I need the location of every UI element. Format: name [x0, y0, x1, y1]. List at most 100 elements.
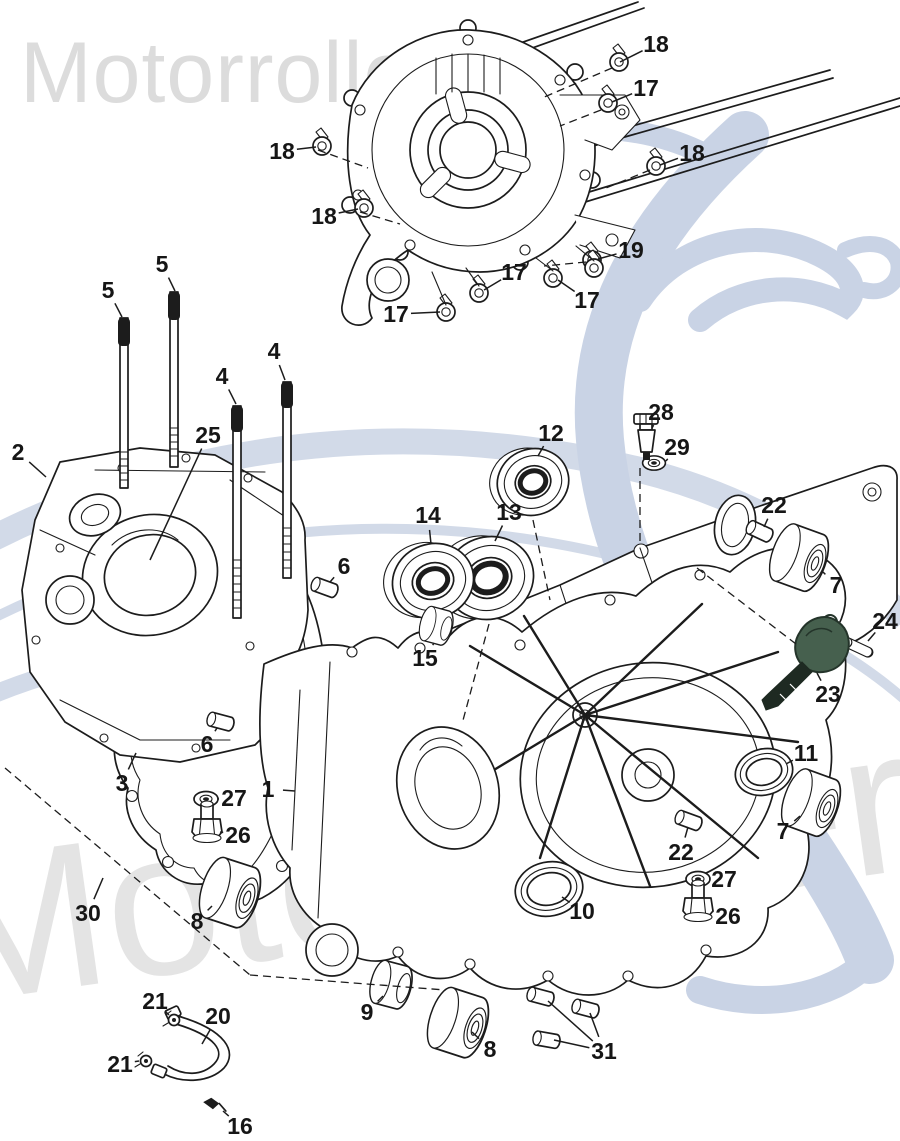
cover-bolts	[312, 43, 666, 322]
callout-leader-line	[377, 995, 384, 1002]
callout-label: 5	[156, 251, 169, 277]
callout-label: 22	[761, 492, 787, 518]
callout-leader-line	[822, 571, 826, 575]
callout-leader-line	[553, 1039, 590, 1049]
callout-leader-line	[483, 279, 502, 291]
callout-label: 8	[484, 1036, 497, 1062]
part-seal-11	[734, 747, 794, 797]
callout-label: 17	[633, 75, 659, 101]
callout-label: 17	[383, 301, 409, 327]
callout-leader-line	[589, 1012, 600, 1038]
callout-leader-line	[167, 277, 176, 292]
callout-label: 12	[538, 420, 564, 446]
callout-leader-line	[867, 631, 876, 642]
callout-leader-line	[597, 253, 617, 260]
callout-leader-line	[665, 458, 669, 462]
callout-leader-line	[214, 727, 218, 732]
callout-label: 25	[195, 422, 221, 448]
callout-label: 26	[715, 903, 741, 929]
callout-label: 6	[338, 553, 351, 579]
callout-label: 17	[574, 287, 600, 313]
callout-leader-line	[494, 525, 504, 542]
callout-label: 14	[415, 502, 441, 528]
callout-label: 18	[643, 31, 669, 57]
part-seal-10	[514, 860, 584, 918]
callout-leader-line	[711, 910, 714, 913]
callout-label: 16	[227, 1113, 253, 1139]
part-dowel-31	[531, 1029, 562, 1050]
callout-label: 7	[830, 572, 843, 598]
callout-leader-line	[763, 518, 769, 528]
callout-label: 4	[268, 338, 281, 364]
callout-leader-line	[219, 831, 224, 834]
callout-label: 1	[262, 776, 275, 802]
callout-label: 13	[496, 499, 522, 525]
callout-leader-line	[432, 642, 435, 646]
callout-leader-line	[338, 208, 359, 214]
part-screw-16	[203, 1097, 227, 1112]
callout-leader-line	[557, 279, 576, 293]
callout-leader-line	[282, 789, 296, 792]
callout-label: 22	[668, 839, 694, 865]
callout-label: 8	[191, 908, 204, 934]
callout-leader-line	[793, 815, 801, 822]
callout-leader-line	[659, 157, 679, 166]
bolt-17-icon	[598, 84, 618, 113]
callout-leader-line	[114, 302, 123, 318]
callout-leader-line	[165, 1011, 170, 1016]
callout-leader-line	[428, 529, 432, 545]
part-dowel-6	[308, 575, 341, 600]
part-dowel-31	[569, 997, 602, 1020]
callout-leader-line	[561, 896, 571, 904]
callout-leader-line	[547, 1000, 594, 1042]
callout-label: 10	[569, 898, 595, 924]
callout-leader-line	[228, 389, 237, 405]
callout-leader-line	[410, 311, 441, 315]
part-studs	[118, 291, 293, 619]
callout-label: 3	[116, 770, 129, 796]
part-bearing-12	[489, 447, 570, 517]
bolt-17-icon	[584, 249, 604, 278]
callout-label: 21	[107, 1051, 133, 1077]
part-crankcase-cover	[341, 19, 641, 326]
callout-label: 7	[777, 818, 790, 844]
callout-label: 18	[679, 140, 705, 166]
callout-label: 2	[12, 439, 25, 465]
part-bearing-14	[383, 541, 475, 620]
callout-leader-line	[651, 424, 655, 429]
callout-label: 31	[591, 1038, 617, 1064]
callout-label: 23	[815, 681, 841, 707]
callout-leader-line	[93, 877, 104, 900]
callout-label: 19	[618, 237, 644, 263]
callout-leader-line	[149, 448, 203, 561]
callout-leader-line	[684, 826, 689, 838]
callout-leader-line	[471, 1031, 480, 1040]
callout-leader-line	[611, 93, 633, 103]
callout-label: 18	[311, 203, 337, 229]
callout-leader-line	[537, 445, 545, 457]
bolt-17-icon	[436, 293, 456, 322]
callout-leader-line	[28, 461, 47, 478]
part-clamp-21	[134, 1051, 153, 1068]
callout-leader-line	[207, 905, 213, 911]
callout-label: 28	[648, 399, 674, 425]
callout-leader-line	[816, 672, 822, 682]
callout-label: 24	[872, 608, 898, 634]
callout-leader-line	[134, 1060, 140, 1063]
callout-leader-line	[619, 50, 643, 63]
callout-leader-line	[127, 752, 137, 770]
callout-label: 26	[225, 822, 251, 848]
callout-leader-line	[785, 759, 794, 765]
callout-leader-line	[278, 364, 286, 381]
callout-label: 9	[361, 999, 374, 1025]
callout-label: 11	[794, 740, 819, 766]
part-key-23	[761, 614, 850, 711]
callout-leader-line	[329, 576, 335, 583]
callout-leader-line	[296, 146, 317, 150]
callout-label: 30	[75, 900, 101, 926]
callout-label: 6	[201, 731, 214, 757]
callout-label: 4	[216, 363, 229, 389]
